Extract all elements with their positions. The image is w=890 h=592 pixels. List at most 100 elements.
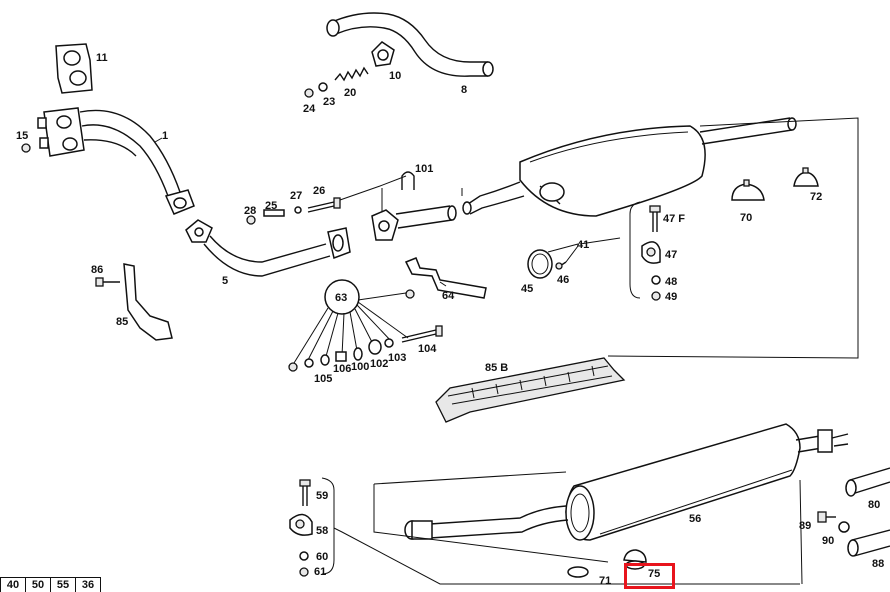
part-10-flange[interactable] (371, 41, 395, 67)
leader-lines (154, 137, 621, 287)
callout-70[interactable]: 70 (740, 212, 752, 224)
part-106-sleeve[interactable] (335, 351, 347, 362)
callout-56[interactable]: 56 (689, 513, 701, 525)
callout-101[interactable]: 101 (415, 163, 433, 175)
part-28-nut[interactable] (246, 215, 256, 225)
callout-106[interactable]: 106 (333, 363, 351, 375)
callout-48[interactable]: 48 (665, 276, 677, 288)
callout-46[interactable]: 46 (557, 274, 569, 286)
part-24-nut[interactable] (304, 88, 314, 98)
callout-45[interactable]: 45 (521, 283, 533, 295)
part-56-rear-muffler[interactable] (404, 423, 849, 541)
part-58-rubber[interactable] (289, 513, 313, 536)
callout-75[interactable]: 75 (648, 568, 660, 580)
part-47-rubber[interactable] (641, 241, 661, 264)
callout-100[interactable]: 100 (351, 361, 369, 373)
part-59-bolt[interactable] (299, 479, 311, 506)
part-88-pipe[interactable] (847, 529, 890, 557)
part-23-washer[interactable] (318, 82, 328, 92)
part-25-sleeve[interactable] (263, 209, 285, 217)
part-85-bracket[interactable] (123, 263, 173, 341)
callout-8[interactable]: 8 (461, 84, 467, 96)
part-15-nut[interactable] (21, 143, 31, 153)
part-5-pipe[interactable] (185, 219, 351, 277)
callout-41[interactable]: 41 (577, 239, 589, 251)
part-46-screw[interactable] (555, 261, 567, 270)
part-85b-heat-shield[interactable] (435, 357, 626, 423)
callout-61[interactable]: 61 (314, 566, 326, 578)
callout-89[interactable]: 89 (799, 520, 811, 532)
part-102-ring[interactable] (368, 339, 382, 355)
callout-80[interactable]: 80 (868, 499, 880, 511)
part-70-mount[interactable] (731, 179, 765, 201)
part-26-bolt[interactable] (307, 197, 341, 213)
callout-71[interactable]: 71 (599, 575, 611, 587)
part-1-front-pipe[interactable] (37, 107, 195, 215)
center-muffler[interactable] (462, 117, 797, 217)
callout-24[interactable]: 24 (303, 103, 316, 115)
callout-20[interactable]: 20 (344, 87, 356, 99)
part-49-nut[interactable] (651, 291, 661, 301)
callout-49[interactable]: 49 (665, 291, 677, 303)
callout-5[interactable]: 5 (222, 275, 228, 287)
part-90-nut[interactable] (838, 521, 850, 533)
part-100-washer[interactable] (353, 347, 363, 361)
part-72-mount[interactable] (793, 167, 819, 187)
callout-86[interactable]: 86 (91, 264, 103, 276)
part-61-nut[interactable] (299, 567, 309, 577)
hardware-washer[interactable] (304, 358, 314, 368)
callout-63[interactable]: 63 (335, 292, 347, 304)
part-45-clamp[interactable] (527, 249, 553, 279)
callout-64[interactable]: 64 (442, 290, 455, 302)
callout-88[interactable]: 88 (872, 558, 884, 570)
callout-47[interactable]: 47 (665, 249, 677, 261)
part-20-spring[interactable] (334, 66, 369, 82)
callout-28[interactable]: 28 (244, 205, 256, 217)
callout-23[interactable]: 23 (323, 96, 335, 108)
hardware-nut[interactable] (288, 362, 298, 372)
callout-85[interactable]: 85 (116, 316, 128, 328)
part-64-hanger[interactable] (404, 257, 487, 299)
part-105-washer[interactable] (320, 354, 330, 366)
callout-1[interactable]: 1 (162, 130, 168, 142)
part-104-bolt[interactable] (401, 325, 443, 343)
part-63-kit[interactable] (293, 279, 409, 364)
part-103-washer[interactable] (384, 338, 394, 348)
selected-part-highlight (624, 563, 675, 589)
part-71-washer[interactable] (567, 566, 589, 578)
callout-27[interactable]: 27 (290, 190, 302, 202)
callout-25[interactable]: 25 (265, 200, 277, 212)
part-101-clamp[interactable] (401, 171, 415, 190)
part-11-gasket[interactable] (55, 43, 93, 94)
part-47f-bolt[interactable] (649, 205, 661, 232)
part-48-washer[interactable] (651, 275, 661, 285)
callout-26[interactable]: 26 (313, 185, 325, 197)
callout-72[interactable]: 72 (810, 191, 822, 203)
part-80-pipe[interactable] (845, 467, 890, 497)
page-tab-4[interactable]: 36 (75, 577, 101, 592)
part-8-pipe[interactable] (326, 12, 494, 77)
callout-60[interactable]: 60 (316, 551, 328, 563)
page-tab-2[interactable]: 50 (25, 577, 50, 592)
part-86-bolt[interactable] (95, 277, 120, 287)
callout-104[interactable]: 104 (418, 343, 437, 355)
page-tab-3[interactable]: 55 (50, 577, 75, 592)
part-63-nut[interactable] (405, 289, 415, 299)
callout-59[interactable]: 59 (316, 490, 328, 502)
part-89-bolt[interactable] (817, 511, 836, 523)
page-tab-bar: 40 50 55 36 (0, 577, 101, 592)
part-27-washer[interactable] (294, 206, 302, 214)
callout-103[interactable]: 103 (388, 352, 406, 364)
part-101-flange-pipe[interactable] (371, 205, 457, 241)
callout-105[interactable]: 105 (314, 373, 332, 385)
callout-102[interactable]: 102 (370, 358, 388, 370)
callout-11[interactable]: 11 (96, 52, 108, 64)
page-tab-1[interactable]: 40 (0, 577, 25, 592)
callout-85b[interactable]: 85 B (485, 362, 508, 374)
callout-15[interactable]: 15 (16, 130, 28, 142)
callout-47f[interactable]: 47 F (663, 213, 685, 225)
callout-90[interactable]: 90 (822, 535, 834, 547)
callout-58[interactable]: 58 (316, 525, 328, 537)
callout-10[interactable]: 10 (389, 70, 401, 82)
part-60-washer[interactable] (299, 551, 309, 561)
